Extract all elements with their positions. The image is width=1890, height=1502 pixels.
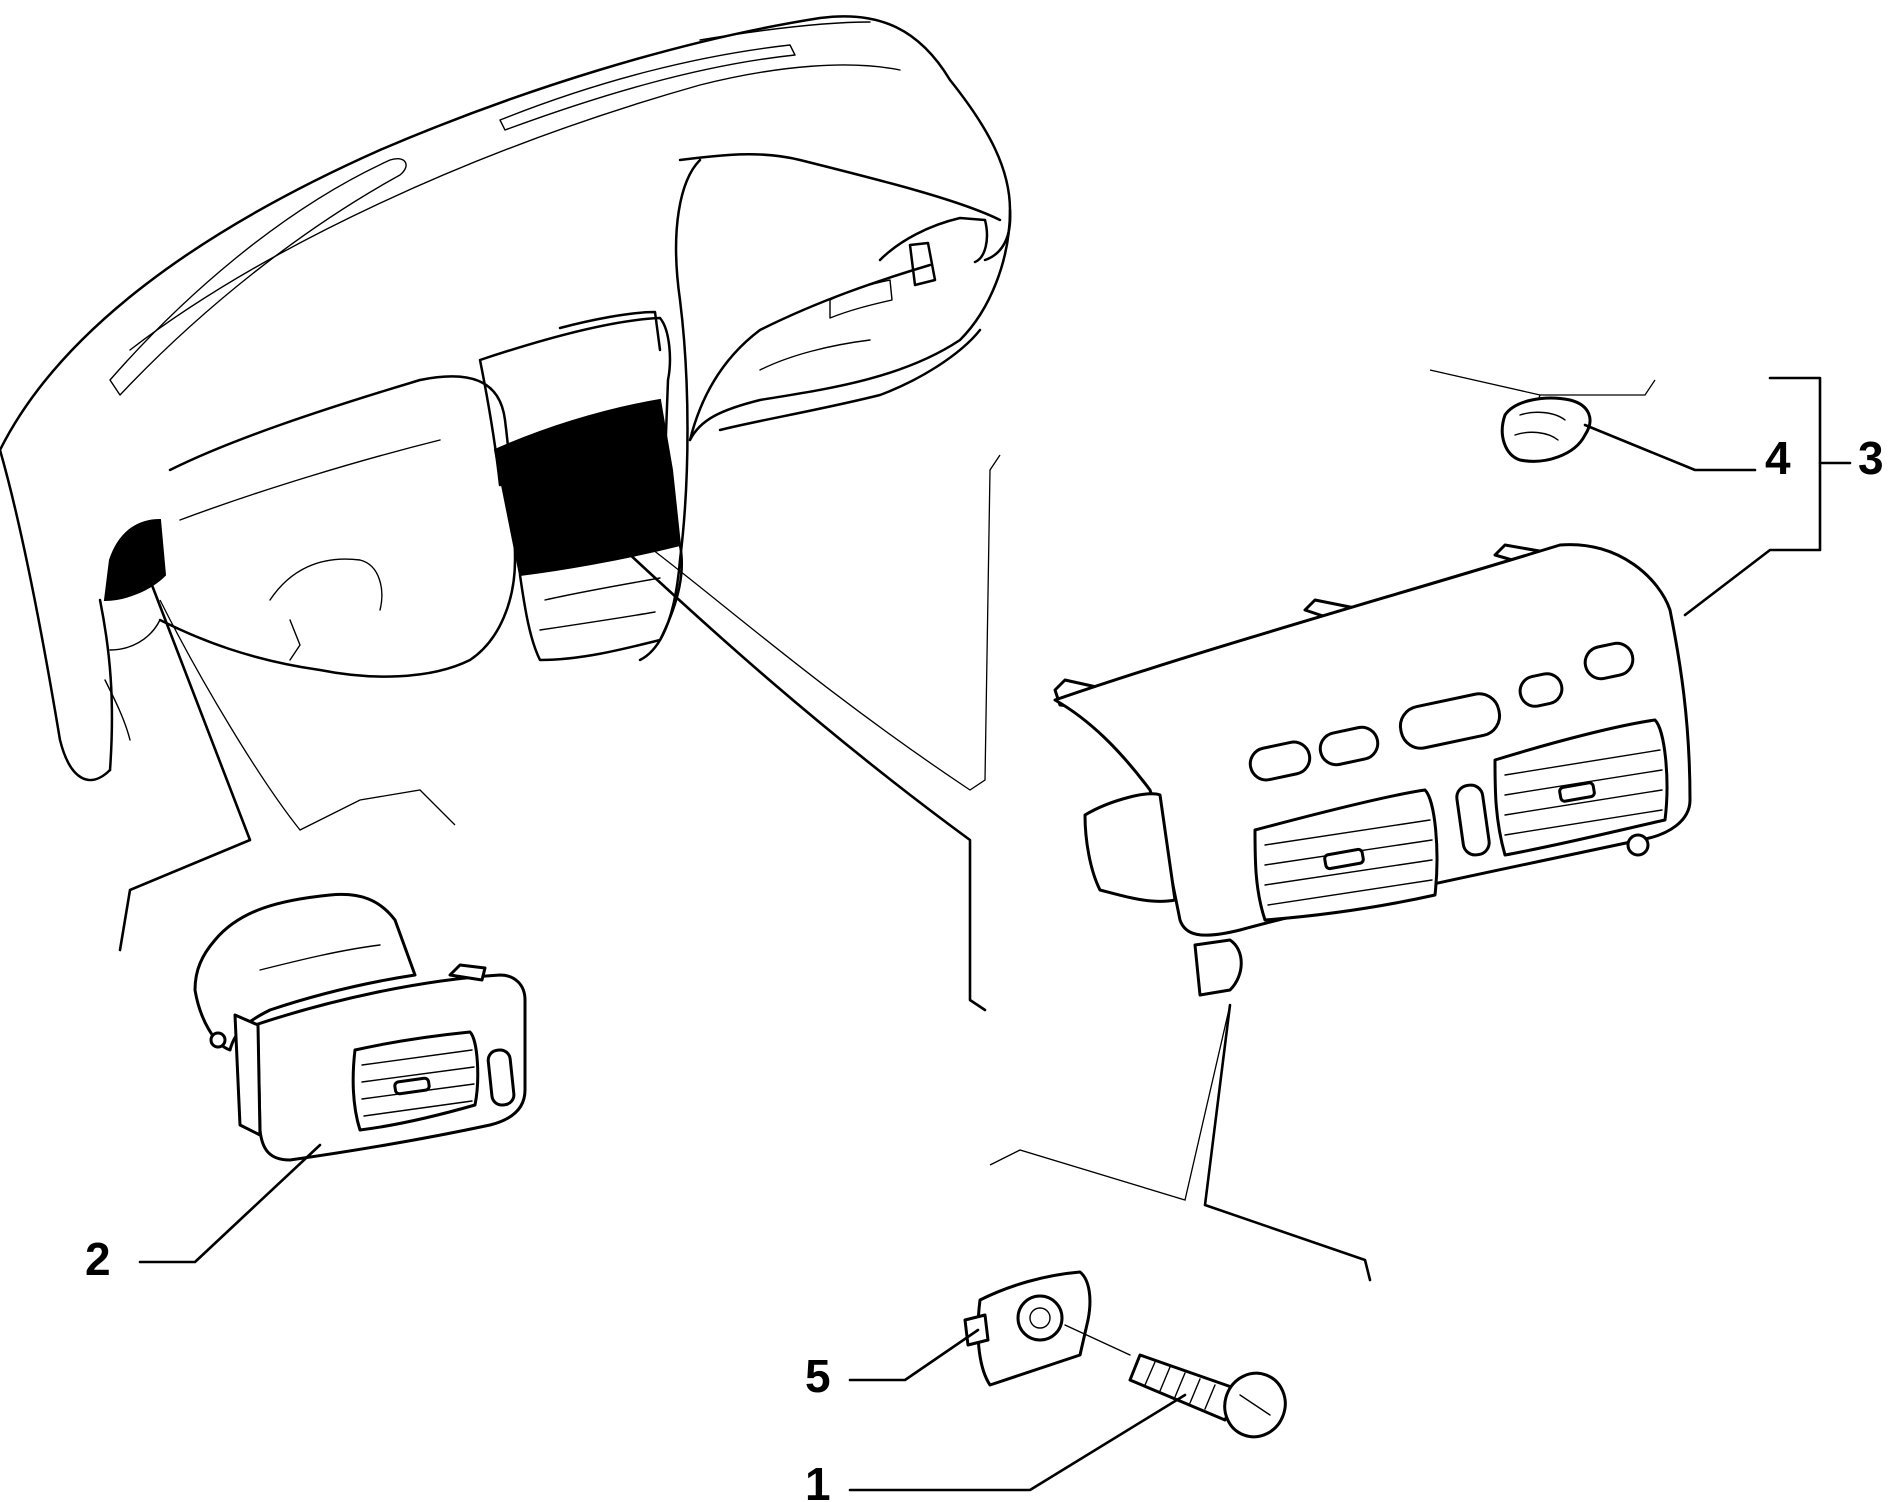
central-vent-panel <box>1053 543 1692 997</box>
left-vent-grille <box>1253 788 1439 922</box>
clip-part <box>1500 396 1592 463</box>
callout-4: 4 <box>1765 432 1791 484</box>
callout-leaders <box>138 376 1852 1492</box>
guide-lines <box>118 369 1656 1282</box>
dashboard-panel <box>0 15 1012 782</box>
callout-2: 2 <box>85 1233 111 1285</box>
center-knob <box>1455 783 1491 857</box>
speed-nut-part <box>963 1270 1092 1387</box>
screw-part <box>1064 1324 1287 1439</box>
callout-1: 1 <box>805 1458 831 1502</box>
side-vent-assembly <box>193 892 527 1162</box>
callout-3: 3 <box>1858 432 1884 484</box>
callout-5: 5 <box>805 1350 831 1402</box>
right-vent-grille <box>1493 718 1669 857</box>
